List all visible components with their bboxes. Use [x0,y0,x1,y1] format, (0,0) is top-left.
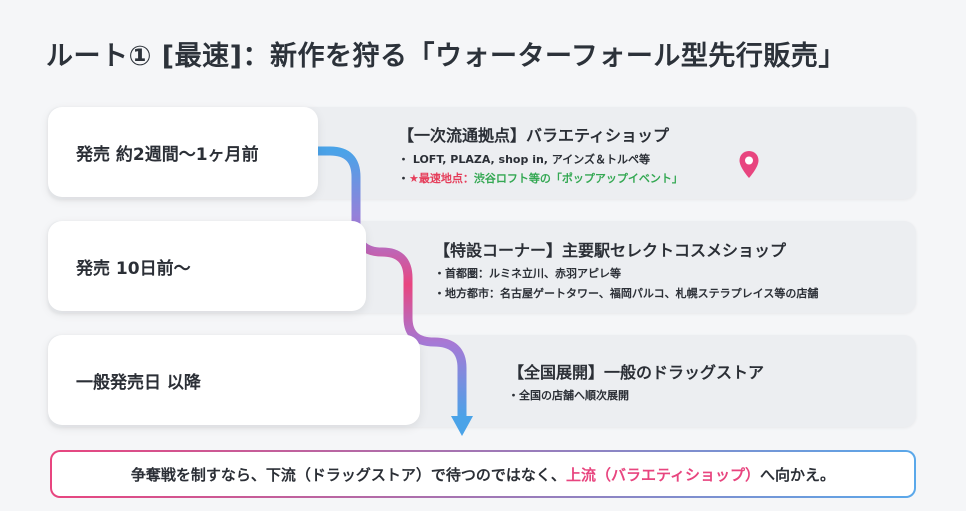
stage-2-bullet-2: ・地方都市：名古屋ゲートタワー、福岡パルコ、札幌ステラプレイス等の店舗 [434,287,819,300]
map-pin-icon [739,151,759,178]
stage-1-bullet-1: ・ LOFT, PLAZA, shop in, アインズ＆トルペ等 [398,153,651,166]
stage-label: 発売 10日前〜 [76,258,191,279]
conclusion-after: へ向かえ。 [760,465,836,484]
page-title: ルート① [最速]：新作を狩る「ウォーターフォール型先行販売」 [46,41,846,72]
conclusion-accent: 上流（バラエティショップ） [565,465,761,484]
stage-1-highlight: ・★最速地点：渋谷ロフト等の「ポップアップイベント」 [398,172,683,185]
stage-1-heading: 【一次流通拠点】バラエティショップ [398,126,670,145]
stage-label: 発売 約2週間〜1ヶ月前 [76,144,259,165]
conclusion-banner: 争奪戦を制すなら、下流（ドラッグストア）で待つのではなく、上流（バラエティショッ… [50,450,916,498]
stage-2-bullet-1: ・首都圏：ルミネ立川、赤羽アピレ等 [434,267,621,280]
conclusion-before: 争奪戦を制すなら、下流（ドラッグストア）で待つのではなく、 [130,465,566,484]
highlight-prefix: ★最速地点： [409,172,474,185]
stage-3-bullet-1: ・全国の店舗へ順次展開 [508,389,629,402]
stage-card-3: 一般発売日 以降 [48,335,420,425]
stage-3-heading: 【全国展開】一般のドラッグストア [508,363,765,382]
stage-2-heading: 【特設コーナー】主要駅セレクトコスメショップ [434,241,787,260]
stage-card-1: 発売 約2週間〜1ヶ月前 [48,107,318,197]
stage-card-2: 発売 10日前〜 [48,221,366,311]
highlight-text: 渋谷ロフト等の「ポップアップイベント」 [473,172,683,185]
stage-label: 一般発売日 以降 [76,372,201,393]
